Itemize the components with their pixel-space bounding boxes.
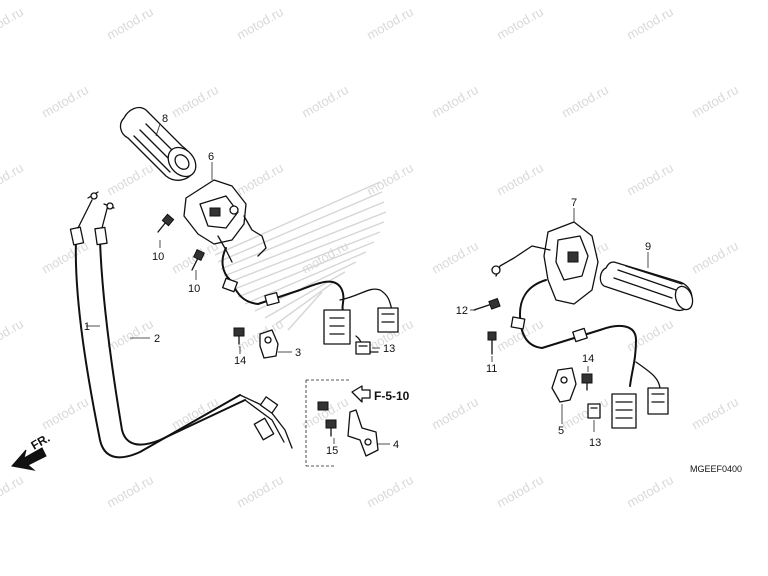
- watermark-text: motod.ru: [0, 316, 26, 355]
- callout-13-right: 13: [589, 437, 601, 449]
- leader-8: [155, 123, 161, 137]
- connector-cap-13-left: [355, 341, 371, 355]
- watermark-text: motod.ru: [39, 394, 91, 433]
- watermark-text: motod.ru: [624, 160, 676, 199]
- watermark-text: motod.ru: [0, 472, 26, 511]
- wire-clamp-3: [259, 329, 279, 359]
- wing-logo: [214, 181, 387, 331]
- callout-7: 7: [571, 197, 577, 209]
- callout-14-left: 14: [234, 355, 246, 367]
- watermark-text: motod.ru: [104, 472, 156, 511]
- screw-10-upper: [157, 213, 175, 233]
- connector-cap-13-right: [587, 403, 601, 419]
- watermark-text: motod.ru: [689, 82, 741, 121]
- screw-11: [487, 331, 497, 355]
- watermark-text: motod.ru: [624, 316, 676, 355]
- reference-arrow: [351, 385, 371, 403]
- watermark-text: motod.ru: [624, 4, 676, 43]
- watermark-text: motod.ru: [364, 472, 416, 511]
- callout-2: 2: [154, 333, 160, 345]
- callout-11: 11: [486, 363, 497, 375]
- watermark-text: motod.ru: [39, 238, 91, 277]
- callout-1: 1: [84, 321, 90, 333]
- watermark-text: motod.ru: [169, 82, 221, 121]
- watermark-text: motod.ru: [429, 394, 481, 433]
- left-wire-harness: [221, 247, 399, 353]
- watermark-text: motod.ru: [234, 4, 286, 43]
- front-direction-label: FR.: [29, 431, 53, 453]
- screw-10-lower: [191, 249, 205, 271]
- callout-14-right: 14: [582, 353, 594, 365]
- watermark-text: motod.ru: [494, 4, 546, 43]
- watermark-text: motod.ru: [559, 82, 611, 121]
- right-connector-large: [611, 393, 637, 429]
- watermark-text: motod.ru: [364, 4, 416, 43]
- callout-10-upper: 10: [152, 251, 164, 263]
- right-wire-harness: [510, 279, 669, 429]
- reference-code: F-5-10: [374, 389, 410, 403]
- bolt-15: [317, 401, 337, 437]
- callout-15: 15: [326, 445, 338, 457]
- callout-10-lower: 10: [188, 283, 200, 295]
- left-handlebar-grip: [119, 106, 197, 181]
- watermark-text: motod.ru: [494, 160, 546, 199]
- callout-9: 9: [645, 241, 651, 253]
- watermark-text: motod.ru: [494, 472, 546, 511]
- callout-13-left: 13: [383, 343, 395, 355]
- watermark-text: motod.ru: [0, 4, 26, 43]
- watermark-text: motod.ru: [0, 160, 26, 199]
- watermark-text: motod.ru: [104, 4, 156, 43]
- watermark-text: motod.ru: [104, 316, 156, 355]
- watermark-text: motod.ru: [299, 394, 351, 433]
- bolt-14-left: [233, 327, 245, 345]
- watermark-text: motod.ru: [169, 394, 221, 433]
- front-direction-arrow: [11, 447, 47, 471]
- throttle-cable-2: [94, 202, 285, 446]
- bolt-14-right: [581, 373, 593, 391]
- callout-8: 8: [162, 113, 168, 125]
- watermark-text: motod.ru: [234, 472, 286, 511]
- watermark-text: motod.ru: [104, 160, 156, 199]
- diagram-code: MGEEF0400: [690, 464, 742, 474]
- callout-5: 5: [558, 425, 564, 437]
- watermark-text: motod.ru: [39, 82, 91, 121]
- callout-12: 12: [456, 305, 468, 317]
- right-switch-housing: [491, 221, 599, 305]
- watermark-text: motod.ru: [429, 238, 481, 277]
- watermark-text: motod.ru: [234, 160, 286, 199]
- throttle-cable-1: [69, 191, 293, 459]
- callout-3: 3: [295, 347, 301, 359]
- right-handlebar-grip: [599, 261, 694, 312]
- callout-4: 4: [393, 439, 399, 451]
- watermark-text: motod.ru: [299, 82, 351, 121]
- wire-clamp-5: [551, 367, 577, 403]
- watermark-text: motod.ru: [689, 394, 741, 433]
- callout-6: 6: [208, 151, 214, 163]
- inset-frame: [305, 379, 350, 467]
- wire-clamp-4: [347, 409, 379, 457]
- screw-12: [473, 297, 501, 311]
- left-connector-large: [323, 309, 351, 345]
- watermark-text: motod.ru: [364, 160, 416, 199]
- watermark-text: motod.ru: [429, 82, 481, 121]
- watermark-text: motod.ru: [689, 238, 741, 277]
- watermark-text: motod.ru: [624, 472, 676, 511]
